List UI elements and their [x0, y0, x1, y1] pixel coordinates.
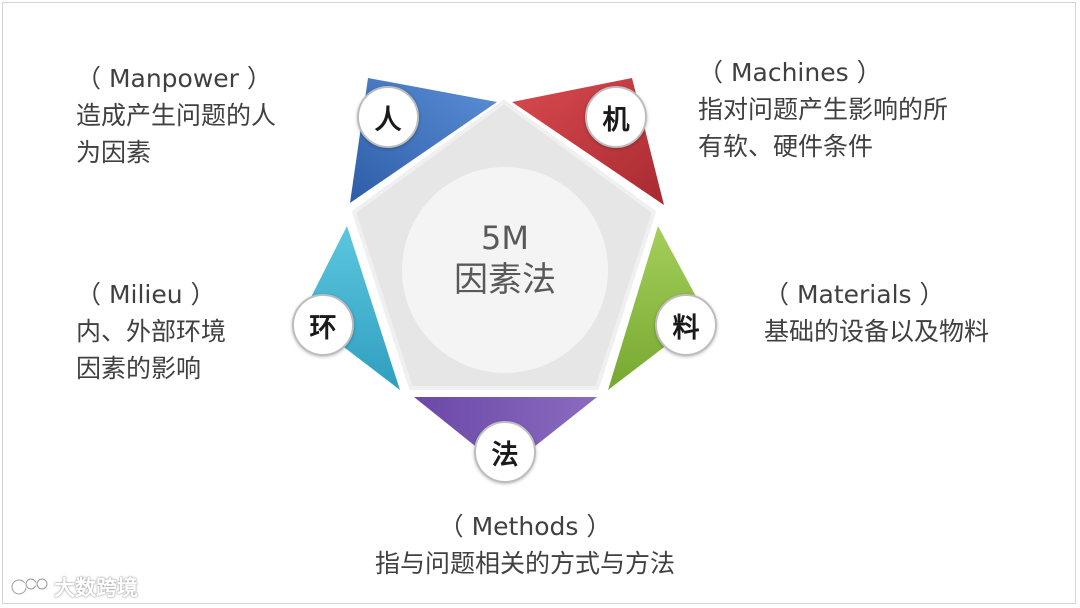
- badge-materials: 料: [655, 294, 717, 356]
- watermark-text: 大数跨境: [54, 576, 138, 600]
- center-title-line1: 5M: [481, 219, 529, 257]
- label-manpower: （ Manpower ） 造成产生问题的人 为因素: [76, 60, 276, 171]
- label-milieu: （ Milieu ） 内、外部环境 因素的影响: [76, 276, 226, 387]
- center-title: 5M 因素法: [405, 218, 605, 302]
- segment-materials: [608, 226, 706, 390]
- badge-machines: 机: [585, 86, 647, 148]
- label-manpower-desc-line1: 造成产生问题的人: [76, 101, 277, 130]
- label-materials: （ Materials ） 基础的设备以及物料: [764, 276, 989, 350]
- label-materials-english: （ Materials ）: [764, 280, 945, 309]
- center-title-line2: 因素法: [454, 260, 556, 300]
- badge-milieu: 环: [292, 294, 354, 356]
- segment-milieu: [302, 226, 400, 390]
- badge-methods: 法: [474, 421, 536, 483]
- label-machines-desc-line1: 指对问题产生影响的所: [698, 95, 949, 124]
- label-methods-english: （ Methods ）: [438, 512, 612, 541]
- label-milieu-desc-line2: 因素的影响: [76, 354, 202, 383]
- label-manpower-english: （ Manpower ）: [76, 64, 272, 93]
- label-methods-desc-line1: 指与问题相关的方式与方法: [374, 549, 675, 578]
- label-machines-desc-line2: 有软、硬件条件: [698, 132, 874, 161]
- label-milieu-english: （ Milieu ）: [76, 280, 216, 309]
- label-materials-desc-line1: 基础的设备以及物料: [764, 317, 990, 346]
- label-machines: （ Machines ） 指对问题产生影响的所 有软、硬件条件: [698, 54, 948, 165]
- label-manpower-desc-line2: 为因素: [76, 138, 152, 167]
- label-methods: （ Methods ） 指与问题相关的方式与方法: [335, 508, 715, 582]
- label-milieu-desc-line1: 内、外部环境: [76, 317, 227, 346]
- center-circle: [402, 167, 608, 373]
- watermark: 大数跨境: [10, 572, 138, 602]
- badge-manpower: 人: [357, 86, 419, 148]
- label-machines-english: （ Machines ）: [698, 58, 882, 87]
- brand-logo-icon: [10, 577, 49, 596]
